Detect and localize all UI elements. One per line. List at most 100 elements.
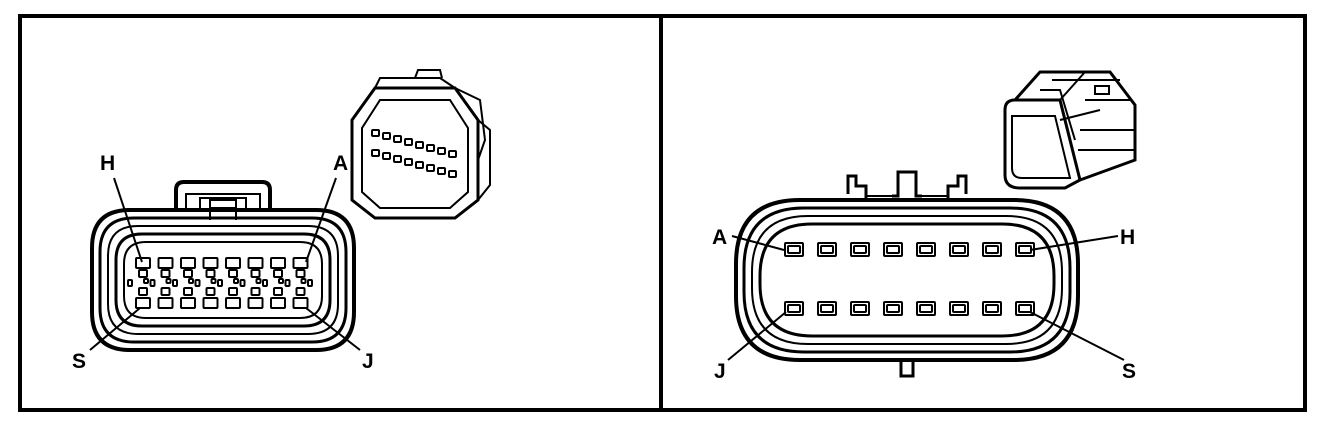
pin-cavity-inner bbox=[919, 304, 933, 313]
pin-cavity-inner bbox=[820, 245, 834, 254]
pin-cavity bbox=[202, 257, 219, 269]
pin-divider bbox=[255, 278, 262, 284]
pin-cavity bbox=[393, 135, 402, 143]
pin-cavity bbox=[292, 297, 309, 309]
pin-cavity bbox=[202, 297, 219, 309]
pin-divider bbox=[210, 278, 217, 284]
pin-cavity bbox=[292, 257, 309, 269]
pin-cavity bbox=[225, 297, 241, 309]
pin-cavity bbox=[135, 297, 151, 309]
pin-cavity bbox=[157, 257, 174, 269]
pin-cavity bbox=[295, 287, 306, 296]
pin-cavity bbox=[393, 155, 402, 163]
right-leader-j bbox=[727, 311, 787, 361]
pin-cavity-inner bbox=[853, 245, 867, 254]
pin-divider bbox=[127, 279, 133, 287]
right-connector-pin-grid bbox=[784, 242, 1035, 316]
pin-cavity bbox=[448, 150, 457, 158]
pin-cavity bbox=[135, 257, 151, 269]
pin-cavity bbox=[250, 287, 261, 296]
left-panel: H A S J bbox=[18, 14, 663, 412]
left-leader-s bbox=[89, 307, 141, 351]
pin-cavity bbox=[371, 129, 380, 137]
right-label-j: J bbox=[714, 360, 726, 383]
pin-cavity-inner bbox=[985, 304, 999, 313]
left-leader-j bbox=[305, 307, 361, 351]
pin-cavity bbox=[205, 287, 216, 296]
pin-cavity bbox=[247, 257, 264, 269]
pin-cavity bbox=[415, 161, 424, 169]
pin-cavity bbox=[437, 167, 446, 175]
pin-cavity-inner bbox=[1018, 304, 1032, 313]
right-connector-3d-view bbox=[1003, 70, 1137, 190]
pin-divider bbox=[149, 279, 156, 287]
pin-divider bbox=[172, 279, 178, 287]
pin-cavity bbox=[382, 132, 391, 140]
right-label-h: H bbox=[1120, 226, 1135, 249]
pin-cavity bbox=[270, 257, 286, 269]
left-connector-front-view bbox=[90, 180, 356, 352]
pin-divider bbox=[262, 279, 268, 287]
pin-cavity bbox=[247, 297, 264, 309]
left-label-h: H bbox=[100, 152, 115, 175]
pin-divider bbox=[233, 278, 239, 284]
left-label-a: A bbox=[333, 152, 348, 175]
left-leader-h bbox=[113, 177, 143, 263]
pin-cavity bbox=[426, 164, 435, 172]
pin-cavity bbox=[228, 269, 238, 278]
pin-cavity-inner bbox=[985, 245, 999, 254]
pin-cavity-inner bbox=[787, 245, 801, 254]
pin-cavity-inner bbox=[886, 245, 900, 254]
pin-cavity bbox=[437, 147, 446, 155]
pin-cavity-inner bbox=[952, 245, 966, 254]
pin-divider bbox=[217, 279, 223, 287]
left-connector-pin-grid bbox=[127, 257, 313, 309]
pin-cavity bbox=[273, 269, 283, 278]
pin-divider bbox=[194, 279, 201, 287]
pin-cavity-inner bbox=[952, 304, 966, 313]
pin-divider bbox=[278, 278, 284, 284]
pin-cavity bbox=[160, 269, 171, 278]
left-connector-3d-view bbox=[350, 69, 491, 220]
pin-cavity bbox=[404, 138, 413, 146]
pin-cavity bbox=[382, 152, 391, 160]
pin-divider bbox=[307, 279, 313, 287]
pin-cavity bbox=[273, 287, 283, 296]
right-leader-a bbox=[731, 235, 785, 251]
pin-cavity bbox=[205, 269, 216, 278]
pin-cavity bbox=[228, 287, 238, 296]
right-leader-s bbox=[1029, 311, 1125, 361]
pin-divider bbox=[239, 279, 246, 287]
pin-divider bbox=[165, 278, 172, 284]
pin-cavity-inner bbox=[820, 304, 834, 313]
pin-cavity-inner bbox=[853, 304, 867, 313]
pin-cavity bbox=[448, 170, 457, 178]
right-label-s: S bbox=[1122, 360, 1136, 383]
pin-cavity bbox=[180, 297, 196, 309]
pin-cavity-inner bbox=[919, 245, 933, 254]
left-connector-3d-pins bbox=[371, 129, 457, 178]
left-label-j: J bbox=[362, 350, 374, 373]
left-leader-a bbox=[305, 177, 337, 263]
pin-cavity bbox=[183, 269, 193, 278]
pin-cavity bbox=[270, 297, 286, 309]
pin-cavity bbox=[183, 287, 193, 296]
pin-cavity bbox=[180, 257, 196, 269]
pin-cavity bbox=[157, 297, 174, 309]
pin-cavity bbox=[295, 269, 306, 278]
pin-cavity bbox=[225, 257, 241, 269]
pin-divider bbox=[284, 279, 291, 287]
pin-cavity bbox=[138, 269, 148, 278]
pin-cavity bbox=[138, 287, 148, 296]
pin-cavity bbox=[404, 158, 413, 166]
pin-cavity-inner bbox=[787, 304, 801, 313]
right-panel: A H J S bbox=[659, 14, 1307, 412]
pin-cavity bbox=[250, 269, 261, 278]
pin-cavity bbox=[415, 141, 424, 149]
pin-cavity bbox=[371, 149, 380, 157]
right-label-a: A bbox=[712, 226, 727, 249]
pin-cavity-inner bbox=[886, 304, 900, 313]
pin-divider bbox=[300, 278, 307, 284]
pin-divider bbox=[143, 278, 149, 284]
